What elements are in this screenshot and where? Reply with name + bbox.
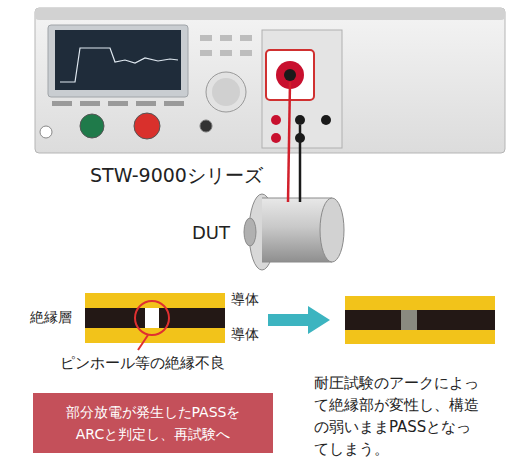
return-wire [299,125,302,202]
hv-socket [284,69,296,81]
key [240,35,252,41]
insulation-band [85,308,225,328]
key [200,50,212,56]
remote-port [200,120,212,132]
product-name: STW-9000シリーズ [90,164,263,188]
tester-body [35,8,505,153]
soft-key [136,101,156,106]
conductor-band [345,296,495,310]
screen-graph [60,48,178,82]
key [240,50,252,56]
hv-wire [288,82,290,202]
terminal [295,115,305,125]
insulation-before [85,293,225,350]
power-button [40,126,52,138]
degraded-spot [401,310,417,330]
knob-face [212,78,240,106]
terminal-panel [262,30,342,148]
dut-edge [262,198,332,199]
defect-note: ピンホール等の絶縁不良 [60,354,225,373]
warning-box: 部分放電が発生したPASSをARCと判定し、再試験へ [33,393,273,453]
layer-label: 絶縁層 [30,309,72,327]
screen [55,30,181,90]
soft-key [80,101,100,106]
tester [35,8,505,153]
soft-key [52,101,72,106]
highlight-circle [135,301,169,335]
dut-stub [244,218,256,246]
soft-key [164,101,184,106]
dut [244,194,344,270]
conductor-label: 導体 [231,326,259,344]
dut-end [320,198,344,262]
terminal [321,115,331,125]
dut-label: DUT [192,222,230,245]
key [220,35,232,41]
tester-top [35,8,505,20]
terminal [271,133,281,143]
dut-edge [262,262,332,263]
box-text: 部分放電が発生したPASSをARCと判定し、再試験へ [61,401,245,445]
terminal [271,115,281,125]
stop-button [134,113,160,139]
conductor-label: 導体 [231,291,259,309]
pinhole [145,308,159,328]
soft-key [108,101,128,106]
transition-arrow [268,306,330,334]
start-button [80,114,104,138]
conductor-band [345,330,495,344]
screen-bezel [48,25,188,97]
leader-line [138,335,148,350]
result-note: 耐圧試験のアークによって絶縁部が変性し、構造の弱いままPASSとなってしまう。 [314,372,486,460]
key [220,50,232,56]
insulation-band [345,310,495,330]
key [200,35,212,41]
knob [206,72,246,112]
insulation-after [345,296,495,344]
